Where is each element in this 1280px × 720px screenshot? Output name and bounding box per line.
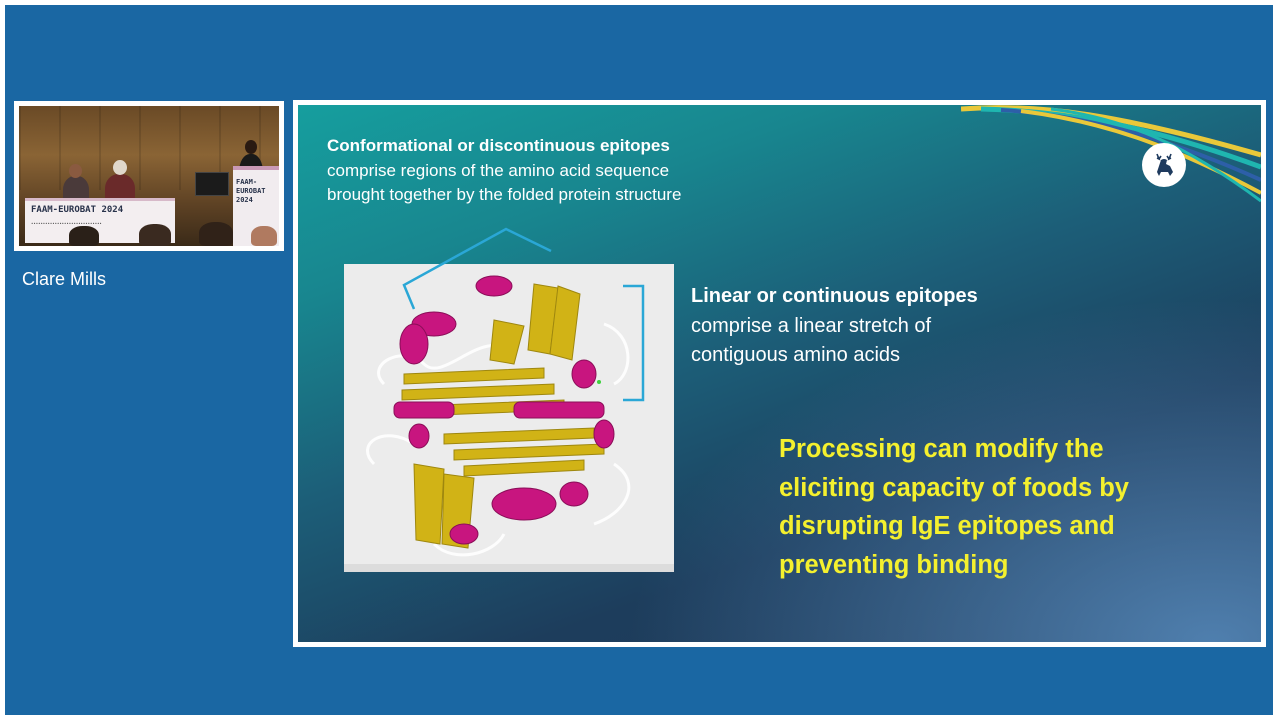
- slide: Conformational or discontinuous epitopes…: [298, 105, 1261, 642]
- presenter-video[interactable]: FAAM-EUROBAT 2024 ••••••••••••••••••••••…: [14, 101, 284, 251]
- conformational-title: Conformational or discontinuous epitopes: [327, 136, 670, 155]
- slide-frame: Conformational or discontinuous epitopes…: [293, 100, 1266, 647]
- video-audience: [69, 226, 99, 246]
- banner-text: FAAM- EUROBAT 2024: [236, 178, 266, 204]
- linear-title: Linear or continuous epitopes: [691, 285, 978, 307]
- video-person-head: [113, 160, 127, 175]
- linear-epitopes-text: Linear or continuous epitopes comprise a…: [691, 282, 981, 371]
- video-person-head: [245, 140, 257, 154]
- protein-structure-image: [344, 264, 674, 572]
- video-person-head: [69, 164, 82, 178]
- video-audience: [199, 222, 233, 246]
- meeting-stage: FAAM-EUROBAT 2024 ••••••••••••••••••••••…: [5, 5, 1273, 715]
- table-sign-subtext: ••••••••••••••••••••••••••••••: [31, 221, 102, 226]
- processing-highlight-text: Processing can modify the eliciting capa…: [779, 435, 1129, 579]
- video-audience: [139, 224, 171, 246]
- stag-icon: [1142, 143, 1186, 187]
- video-audience: [251, 226, 277, 246]
- conformational-epitopes-text: Conformational or discontinuous epitopes…: [327, 134, 707, 208]
- video-feed: FAAM-EUROBAT 2024 ••••••••••••••••••••••…: [19, 106, 279, 246]
- video-monitor: [195, 172, 229, 196]
- linear-body: comprise a linear stretch of contiguous …: [691, 314, 932, 367]
- presenter-name: Clare Mills: [22, 269, 107, 289]
- table-sign-text: FAAM-EUROBAT 2024: [31, 205, 124, 215]
- decorative-swoosh: [961, 105, 1261, 203]
- conformational-body: comprise regions of the amino acid seque…: [327, 160, 682, 205]
